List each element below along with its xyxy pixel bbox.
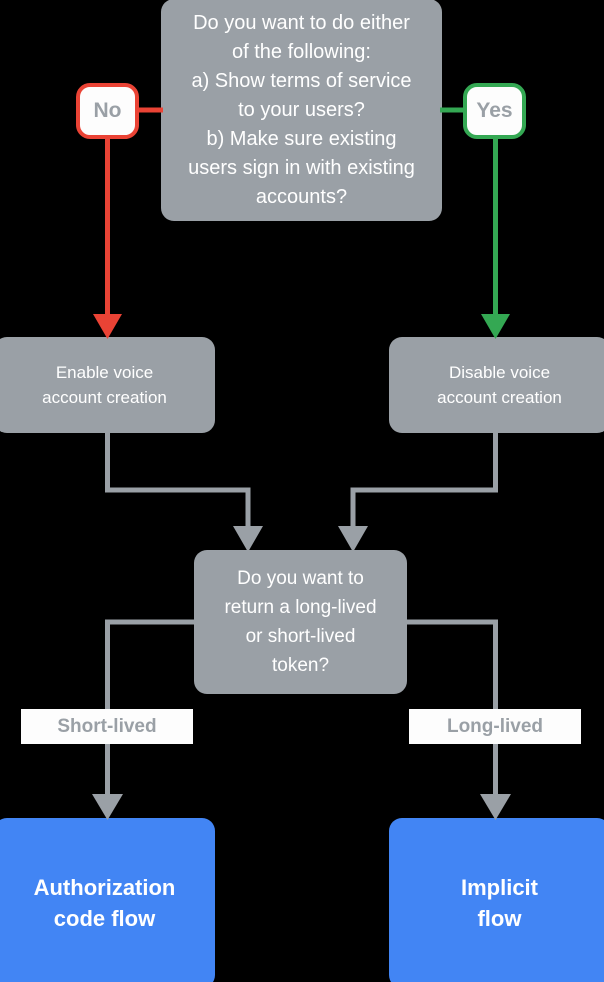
node-enable-voice-account-creation[interactable]: Enable voice account creation	[0, 337, 215, 433]
node-question-terms-of-service[interactable]: Do you want to do either of the followin…	[161, 0, 442, 221]
node-authorization-code-flow[interactable]: Authorization code flow	[0, 818, 215, 982]
node-implicit-flow-label: Implicit flow	[460, 875, 538, 931]
node-question-token-lifetime-label: Do you want to return a long-lived or sh…	[224, 568, 377, 676]
edge-label-long-lived-text: Long-lived	[446, 715, 544, 737]
badge-yes[interactable]: Yes	[463, 83, 526, 139]
edge-label-short-lived: Short-lived	[21, 709, 193, 744]
edge-disable-voice-to-question-token	[338, 433, 498, 552]
node-implicit-flow[interactable]: Implicit flow	[389, 818, 604, 982]
badge-no[interactable]: No	[76, 83, 139, 139]
edge-label-long-lived: Long-lived	[409, 709, 581, 744]
badge-yes-label: Yes	[476, 99, 513, 122]
edge-yes-to-disable-voice	[440, 107, 510, 339]
edge-enable-voice-to-question-token	[105, 433, 263, 552]
node-question-terms-of-service-label: Do you want to do either of the followin…	[188, 11, 415, 208]
node-disable-voice-account-creation[interactable]: Disable voice account creation	[389, 337, 604, 433]
node-authorization-code-flow-label: Authorization code flow	[33, 875, 176, 931]
node-question-token-lifetime[interactable]: Do you want to return a long-lived or sh…	[194, 550, 407, 694]
node-enable-voice-account-creation-label: Enable voice account creation	[42, 363, 167, 407]
edge-no-to-enable-voice	[93, 107, 163, 339]
edge-label-short-lived-text: Short-lived	[57, 715, 157, 737]
badge-no-label: No	[93, 99, 122, 122]
node-disable-voice-account-creation-label: Disable voice account creation	[437, 363, 562, 407]
